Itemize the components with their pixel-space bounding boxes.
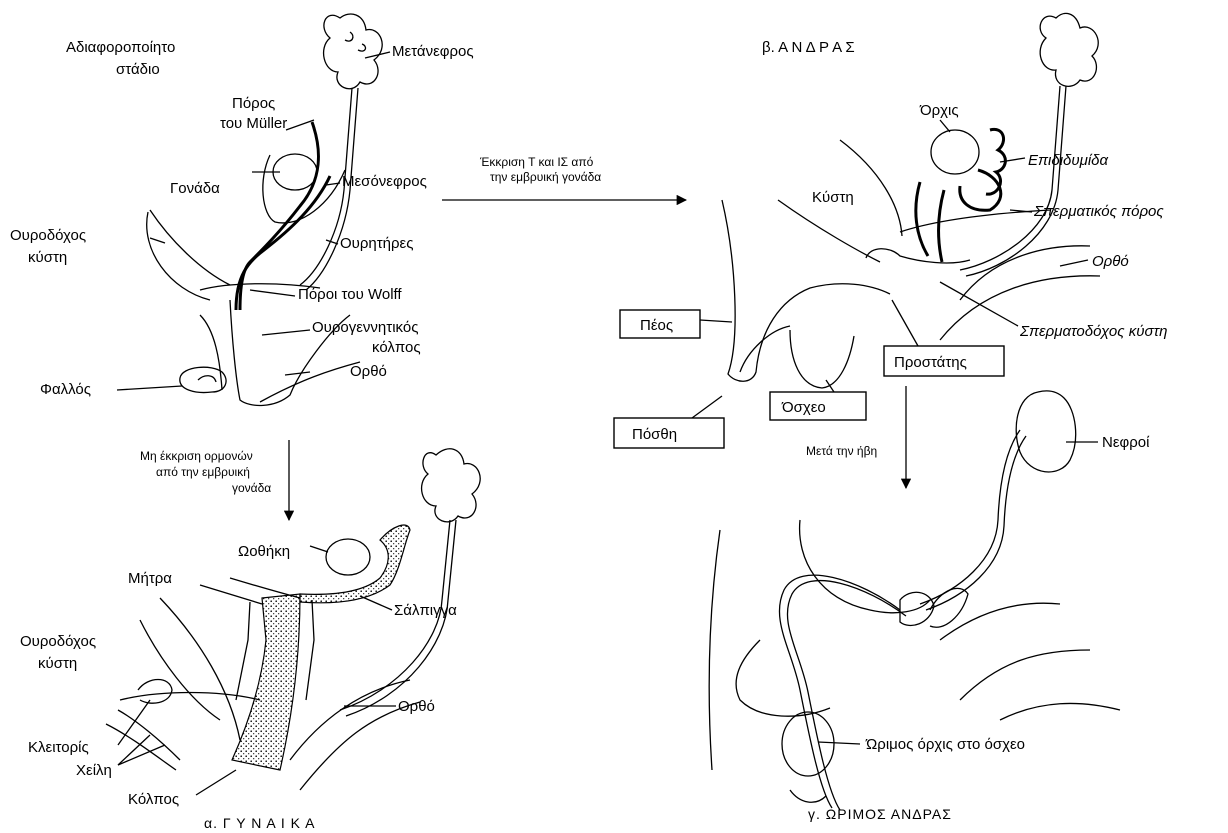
label-clitoris: Κλειτορίς [28,739,89,756]
stage-label-2: στάδιο [116,61,160,78]
label-sinus-2: κόλπος [372,339,421,356]
scrotum-shape [790,330,854,388]
panel-male: β. Α Ν Δ Ρ Α Σ Όρχις Επιδιδυμίδα Κύστη Σ… [614,13,1167,448]
label-phallus: Φαλλός [40,381,91,398]
label-male-rectum: Ορθό [1092,253,1129,270]
tube-shape [300,525,410,603]
label-vas: Σπερματικός πόρος [1033,203,1164,220]
panel-female: Ωοθήκη Μήτρα Σάλπιγγα Ουροδόχος κύστη Ορ… [20,449,480,831]
label-rectum: Ορθό [350,363,387,380]
label-muller-1: Πόρος [232,95,275,112]
metanephros-shape [324,14,383,89]
caption-female: α. Γ Υ Ν Α Ι Κ Α [204,815,315,831]
arrow-male-text-1: Έκκριση Τ και ΙΣ από [479,155,594,169]
mature-testis-shape [782,712,834,776]
label-testis: Όρχις [919,102,959,119]
label-kidneys: Νεφροί [1102,434,1150,451]
label-ureters: Ουρητήρες [340,235,413,252]
label-uterus: Μήτρα [128,570,172,587]
uterus-shape [232,594,300,770]
male-title: β. Α Ν Δ Ρ Α Σ [762,39,855,56]
label-female-bladder-1: Ουροδόχος [20,633,96,650]
label-ovary: Ωοθήκη [238,543,290,560]
label-gonad: Γονάδα [170,180,220,197]
label-female-rectum: Ορθό [398,698,435,715]
arrow-female-text-1: Μη έκκριση ορμονών [140,449,253,463]
stage-label-1: Αδιαφοροποίητο [66,39,175,56]
arrow-to-male: Έκκριση Τ και ΙΣ από την εμβρυική γονάδα [442,155,686,200]
arrow-female-text-3: γονάδα [232,481,271,495]
arrow-adult-text: Μετά την ήβη [806,444,877,458]
label-muller-2: του Müller [220,115,287,132]
label-tube: Σάλπιγγα [394,602,457,619]
label-seminal: Σπερματοδόχος κύστη [1019,323,1167,340]
arrow-male-text-2: την εμβρυική γονάδα [490,170,601,184]
label-scrotum: Όσχεο [781,399,826,416]
arrow-female-text-2: από την εμβρυική [156,465,250,479]
label-male-bladder: Κύστη [812,189,854,206]
label-prostate: Προστάτης [894,354,967,371]
label-bladder-2: κύστη [28,249,67,266]
penis-shape [722,200,890,381]
ovary-shape [326,539,370,575]
label-sinus-1: Ουρογεννητικός [312,319,418,336]
testis-shape [931,130,979,174]
label-wolff: Πόροι του Wolff [298,286,402,303]
label-foreskin: Πόσθη [632,426,677,443]
kidney-shape [1016,391,1075,472]
label-female-bladder-2: κύστη [38,655,77,672]
label-bladder-1: Ουροδόχος [10,227,86,244]
phallus-shape [180,367,226,392]
label-vagina: Κόλπος [128,791,179,808]
label-epididymis: Επιδιδυμίδα [1028,152,1109,169]
label-metanephros: Μετάνεφρος [392,43,474,60]
label-mature-testis: Ώριμος όρχις στο όσχεο [865,736,1025,753]
caption-adult: γ. ΩΡΙΜΟΣ ΑΝΔΡΑΣ [808,806,952,822]
label-penis: Πέος [640,317,673,334]
arrow-to-female: Μη έκκριση ορμονών από την εμβρυική γονά… [140,440,289,520]
panel-adult-male: Νεφροί Ώριμος όρχις στο όσχεο γ. ΩΡΙΜΟΣ … [709,391,1150,822]
label-labia: Χείλη [76,762,112,779]
female-bladder-shape [140,598,240,740]
panel-undifferentiated: Αδιαφοροποίητο στάδιο Μετάνεφρος Πόρος τ… [10,14,474,405]
label-mesonephros: Μεσόνεφρος [342,173,427,190]
